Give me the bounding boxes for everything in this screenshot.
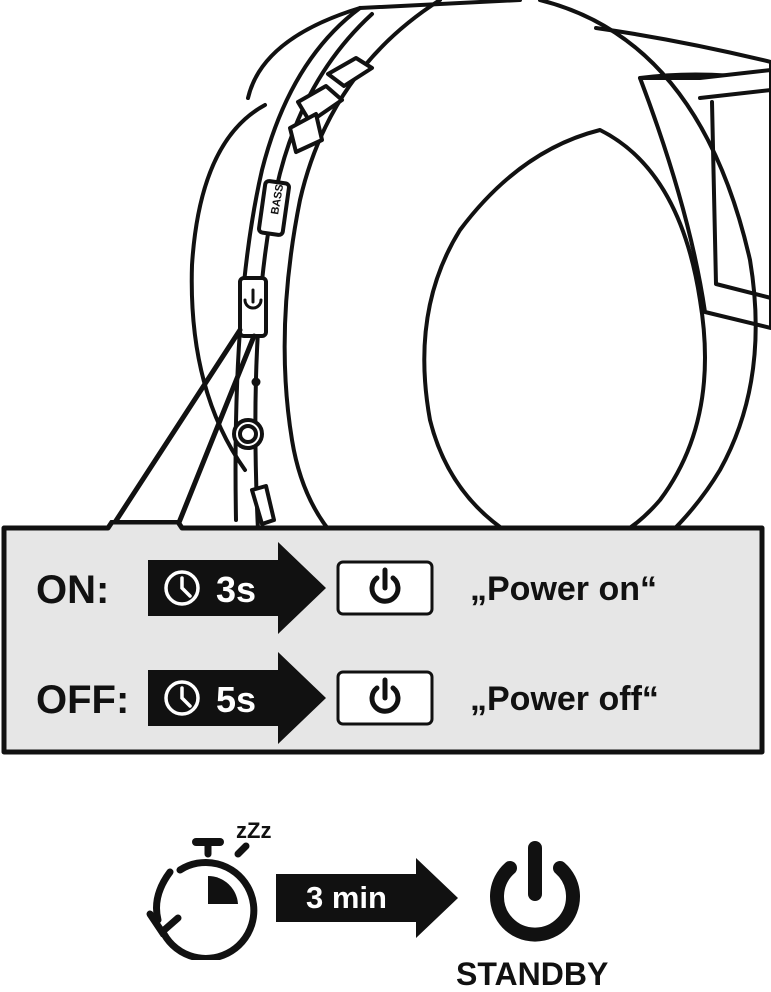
on-time-arrow [148, 542, 326, 634]
on-label: ON: [36, 568, 110, 612]
power-button-on-cup [238, 276, 268, 338]
outer-cup [189, 103, 267, 472]
led-indicator [251, 377, 261, 387]
bass-button [257, 179, 291, 237]
power-icon [369, 567, 401, 604]
stopwatch-icon [146, 838, 258, 960]
ear-cushion [282, 0, 442, 560]
cup-rim [233, 6, 362, 522]
off-voice-prompt: „Power off“ [470, 680, 659, 718]
stopwatch-fill [208, 875, 238, 904]
sleep-indicator: zZz [236, 818, 272, 843]
clock-icon [164, 570, 200, 606]
instruction-panel [1, 520, 765, 755]
volume-buttons [288, 56, 374, 154]
power-key-on [336, 560, 434, 616]
on-voice-prompt: „Power on“ [470, 570, 658, 608]
standby-illustration [146, 838, 580, 960]
headphone-illustration: BASS [107, 0, 771, 560]
audio-jack [232, 418, 264, 450]
power-icon [490, 841, 580, 942]
standby-duration: 3 min [306, 880, 387, 915]
callout-pointer [107, 327, 257, 533]
power-icon [369, 677, 401, 714]
standby-label: STANDBY [456, 956, 609, 992]
clock-icon [164, 680, 200, 716]
usb-port [250, 484, 276, 526]
cushion-opening [422, 128, 707, 551]
off-label: OFF: [36, 678, 130, 722]
standby-time-arrow [276, 858, 458, 938]
bass-button-label: BASS [269, 183, 286, 215]
off-time: 5s [216, 679, 257, 720]
off-time-arrow [148, 652, 326, 744]
on-time: 3s [216, 569, 257, 610]
power-key-off [336, 670, 434, 726]
